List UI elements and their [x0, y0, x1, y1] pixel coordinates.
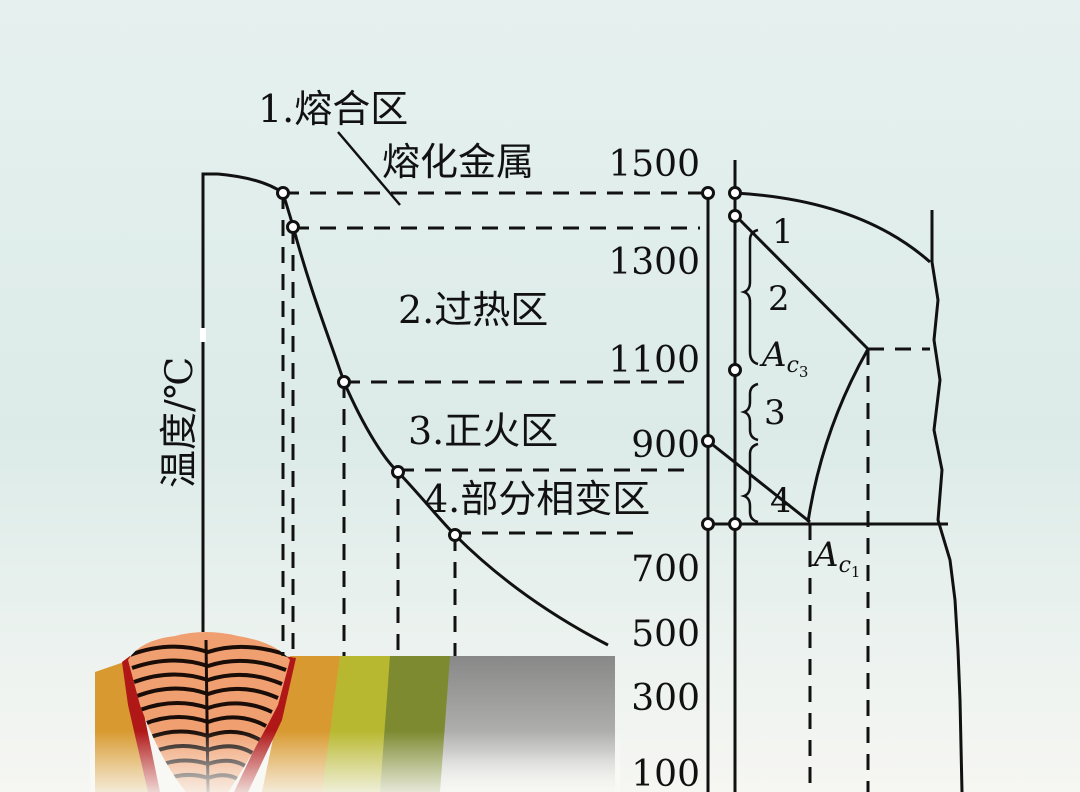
- fusion-zone-leader: [337, 131, 401, 206]
- tick-300: 300: [631, 678, 700, 719]
- curve-markers: [276, 186, 462, 542]
- liquidus-curve: [734, 191, 931, 264]
- partial-line: [707, 439, 811, 524]
- specimen-edge: [930, 210, 964, 792]
- horizontal-guide-lines: [283, 191, 708, 535]
- tick-700: 700: [631, 549, 700, 590]
- tick-100: 100: [631, 754, 700, 792]
- phase-guide-lines: [808, 347, 930, 792]
- tick-500: 500: [631, 614, 700, 655]
- phase-zone-1: 1: [772, 212, 794, 252]
- zone-braces: [740, 228, 759, 524]
- fusion-zone-label: 1.熔合区: [258, 87, 408, 131]
- tick-900: 900: [631, 425, 700, 466]
- overheated-zone-label: 2.过热区: [398, 288, 548, 332]
- ac3-label: Ac3: [759, 335, 808, 381]
- normalized-zone-label: 3.正火区: [408, 409, 558, 453]
- phase-diagram: [701, 160, 964, 792]
- partial-transformation-zone-label: 4.部分相变区: [424, 477, 650, 521]
- phase-zone-2: 2: [768, 279, 790, 319]
- phase-zone-3: 3: [764, 393, 786, 433]
- peak-temperature-curve: [217, 172, 609, 647]
- ac3-curve: [806, 348, 870, 523]
- vertical-guide-lines: [281, 193, 457, 656]
- ac1-label: Ac1: [811, 535, 860, 581]
- phase-zone-4: 4: [770, 481, 792, 521]
- temperature-tick-labels: 1500 1300 1100 900 700 500 300 100: [608, 144, 700, 792]
- y-axis-label: 温度/℃: [157, 357, 201, 488]
- weld-cross-section: [90, 632, 620, 792]
- phase-markers: [701, 186, 742, 531]
- peak-temperature-chart: [201, 131, 708, 656]
- phase-zone-numbers: 1 2 3 4: [764, 212, 794, 521]
- tick-1300: 1300: [608, 242, 700, 283]
- tick-1100: 1100: [608, 340, 700, 381]
- temperature-axis: [201, 172, 218, 632]
- diagram-labels: 1.熔合区 熔化金属 2.过热区 3.正火区 4.部分相变区 温度/℃ 1500…: [157, 87, 860, 792]
- solidus-line: [733, 213, 870, 351]
- molten-metal-label: 熔化金属: [382, 140, 534, 184]
- tick-1500: 1500: [608, 144, 700, 185]
